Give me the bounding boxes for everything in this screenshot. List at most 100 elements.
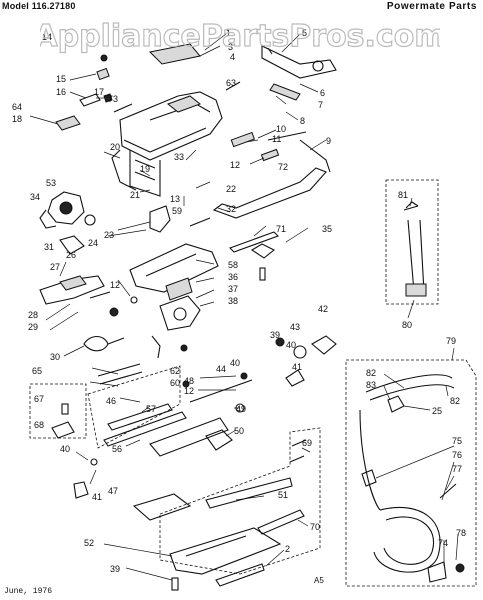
callout-3: 3 <box>228 42 233 52</box>
handle-bracket <box>261 45 337 101</box>
callout-85: 83 <box>366 380 376 390</box>
callout-28: 28 <box>28 310 38 320</box>
callout-74: 73 <box>108 94 118 104</box>
callout-12c: 12 <box>184 386 194 396</box>
callout-6: 6 <box>320 88 325 98</box>
rods <box>113 81 307 162</box>
callout-49: 48 <box>184 376 194 386</box>
callout-47: 46 <box>106 396 116 406</box>
callout-13: 13 <box>170 194 180 204</box>
wand-box <box>385 179 439 305</box>
callout-24: 24 <box>88 238 98 248</box>
watermark-text: AppliancePartsPros.com <box>40 19 440 54</box>
callout-52: 51 <box>278 490 288 500</box>
callout-75: 74 <box>438 538 448 548</box>
callout-62: 60 <box>170 378 180 388</box>
callout-5: 5 <box>302 28 307 38</box>
leader-lines <box>29 33 459 581</box>
callout-2: 2 <box>285 544 290 554</box>
callout-40c: 40 <box>60 444 70 454</box>
callout-48: 47 <box>108 486 118 496</box>
callout-21: 21 <box>130 190 140 200</box>
print-date: June, 1976 <box>4 587 53 596</box>
callout-11: 11 <box>272 134 281 144</box>
callout-labels: 1 2 3 4 5 6 7 8 9 10 11 12 12 12 13 14 1… <box>12 28 466 574</box>
callout-39a: 38 <box>228 296 238 306</box>
callout-64: 63 <box>226 78 236 88</box>
callout-22: 22 <box>226 184 236 194</box>
model-number: Model 116.27180 <box>2 1 76 11</box>
callout-25: 25 <box>432 406 442 416</box>
callout-79: 78 <box>456 528 466 538</box>
callout-39b: 39 <box>110 564 120 574</box>
callout-19: 19 <box>140 164 150 174</box>
bumper-frame <box>212 139 331 219</box>
callout-81: 80 <box>402 320 412 330</box>
callout-27: 27 <box>50 262 60 272</box>
callout-34: 34 <box>30 192 40 202</box>
callout-63: 62 <box>170 366 180 376</box>
callout-82b: 82 <box>450 396 460 406</box>
callout-1: 1 <box>226 28 231 38</box>
callout-71: 70 <box>310 522 320 532</box>
callout-68: 67 <box>34 394 44 404</box>
axle-rod <box>229 231 279 281</box>
callout-67: 65 <box>32 366 42 376</box>
callout-46: 44 <box>216 364 226 374</box>
callout-43: 42 <box>318 304 328 314</box>
callout-16: 16 <box>56 87 66 97</box>
callout-10: 10 <box>276 124 286 134</box>
callout-59: 58 <box>228 260 238 270</box>
callout-23: 23 <box>104 230 114 240</box>
callout-12b: 12 <box>110 280 120 290</box>
callout-65: 64 <box>12 102 22 112</box>
callout-18: 18 <box>12 114 22 124</box>
callout-53: 52 <box>84 538 94 548</box>
callout-33: 33 <box>174 152 184 162</box>
callout-29: 29 <box>28 322 38 332</box>
callout-41a: 40 <box>286 340 296 350</box>
callout-31: 31 <box>44 242 54 252</box>
callout-76: 75 <box>452 436 462 446</box>
callout-58: 57 <box>146 404 156 414</box>
callout-40a: 39 <box>270 330 280 340</box>
callout-40b: 40 <box>230 358 240 368</box>
callout-9: 9 <box>326 136 331 146</box>
callout-56: 53 <box>46 178 56 188</box>
callout-26: 26 <box>66 250 76 260</box>
callout-37: 36 <box>228 272 238 282</box>
diagram-title: Powermate Parts <box>386 1 477 12</box>
callout-77: 76 <box>452 450 462 460</box>
callout-51: 50 <box>234 426 244 436</box>
callout-73: 72 <box>278 162 288 172</box>
callout-44: 43 <box>290 322 300 332</box>
hood-assembly <box>111 43 223 197</box>
small-parts-left <box>55 54 113 131</box>
sheet-id: A5 <box>314 576 324 585</box>
callout-80: 79 <box>446 336 456 346</box>
watermark: AppliancePartsPros.com <box>40 18 440 54</box>
callout-20: 20 <box>110 142 120 152</box>
callout-60: 59 <box>172 206 182 216</box>
bottom-plate <box>132 427 321 591</box>
callout-35: 35 <box>322 224 332 234</box>
callout-38: 37 <box>228 284 238 294</box>
hose-box <box>345 359 477 587</box>
callout-12a: 12 <box>230 160 240 170</box>
callout-14: 14 <box>42 32 52 42</box>
callout-70: 69 <box>302 438 312 448</box>
callout-15: 15 <box>56 74 66 84</box>
callout-30: 30 <box>50 352 60 362</box>
drive-assembly <box>39 191 96 255</box>
callout-7: 7 <box>318 100 323 110</box>
callout-42: 41 <box>292 362 302 372</box>
center-motor <box>129 205 219 331</box>
callout-83: 82 <box>366 368 376 378</box>
callout-69: 68 <box>34 420 44 430</box>
callout-8: 8 <box>300 116 305 126</box>
callout-57: 56 <box>112 444 122 454</box>
callout-4: 4 <box>230 52 235 62</box>
wheel-parts <box>151 335 337 413</box>
